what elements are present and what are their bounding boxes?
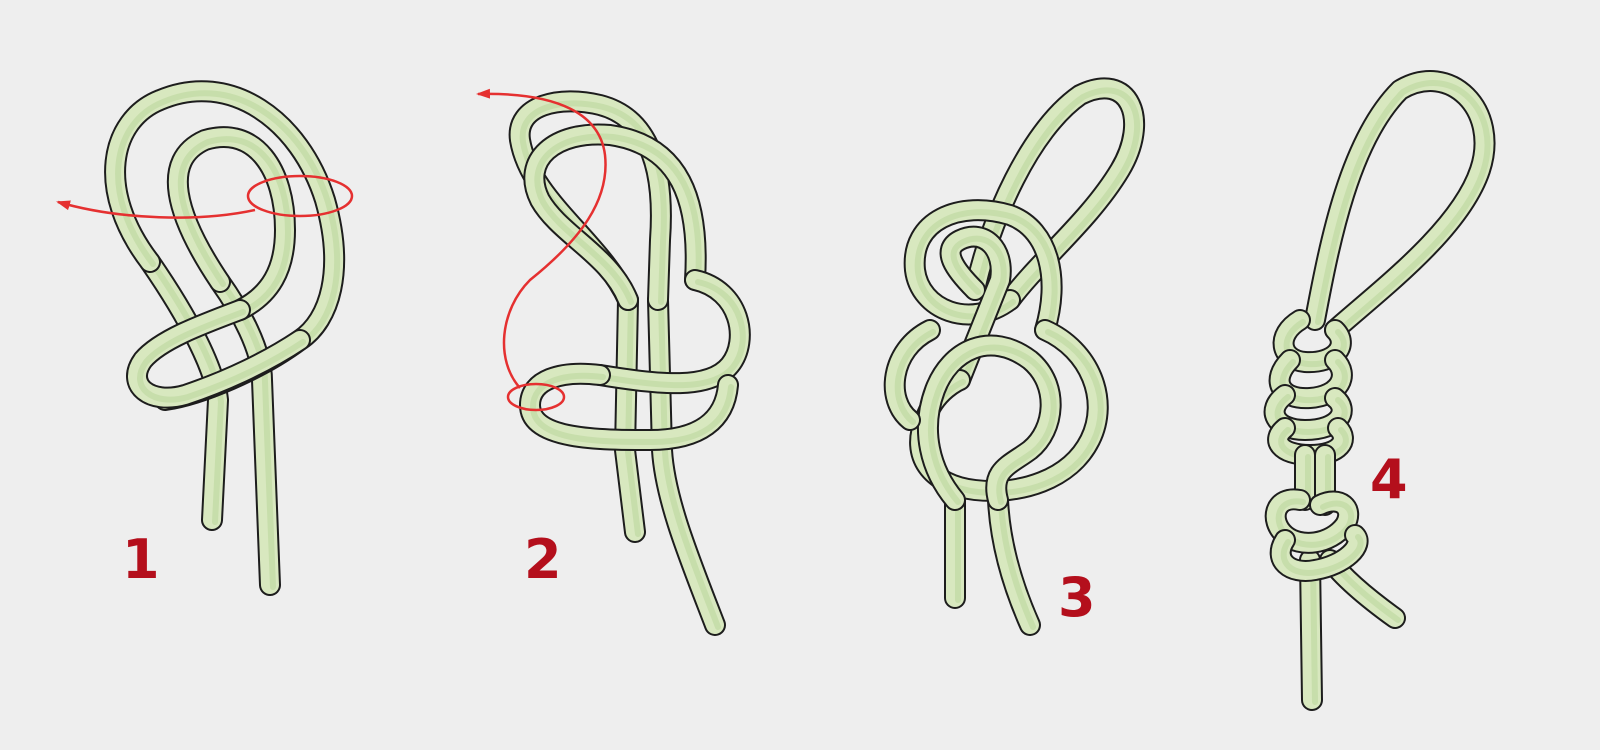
rope-segment	[916, 334, 1062, 511]
rope-segment	[519, 362, 739, 451]
step-3-knot-icon	[883, 77, 1146, 636]
rope-segment	[1263, 384, 1353, 441]
rope-segment	[1268, 349, 1353, 410]
rope-segment	[964, 77, 1146, 311]
rope-segment	[987, 489, 1041, 636]
rope-segment	[1299, 549, 1323, 711]
rope-segment	[1272, 309, 1352, 374]
rope-segment	[126, 299, 311, 409]
rope-segment	[523, 123, 707, 311]
rope-segment	[209, 271, 281, 596]
rope-segment	[1304, 70, 1496, 341]
step-1-knot-icon	[56, 80, 354, 596]
rope-segment	[903, 199, 1063, 341]
step-number-4: 4	[1370, 448, 1408, 511]
rope-segment	[166, 126, 296, 321]
rope-segment	[939, 225, 1012, 391]
rope-segment	[614, 289, 646, 543]
rope-segment	[647, 289, 726, 636]
step-number-3: 3	[1058, 566, 1096, 629]
step-4-knot-icon	[1263, 70, 1496, 711]
step-2-knot-icon	[476, 88, 751, 636]
rope-segment	[1269, 524, 1369, 582]
step-number-1: 1	[122, 528, 160, 591]
rope-segment	[883, 319, 941, 431]
step-number-2: 2	[524, 528, 562, 591]
rope-segment	[944, 489, 966, 609]
rope-segment	[589, 269, 751, 395]
rope-segment	[1264, 488, 1360, 554]
